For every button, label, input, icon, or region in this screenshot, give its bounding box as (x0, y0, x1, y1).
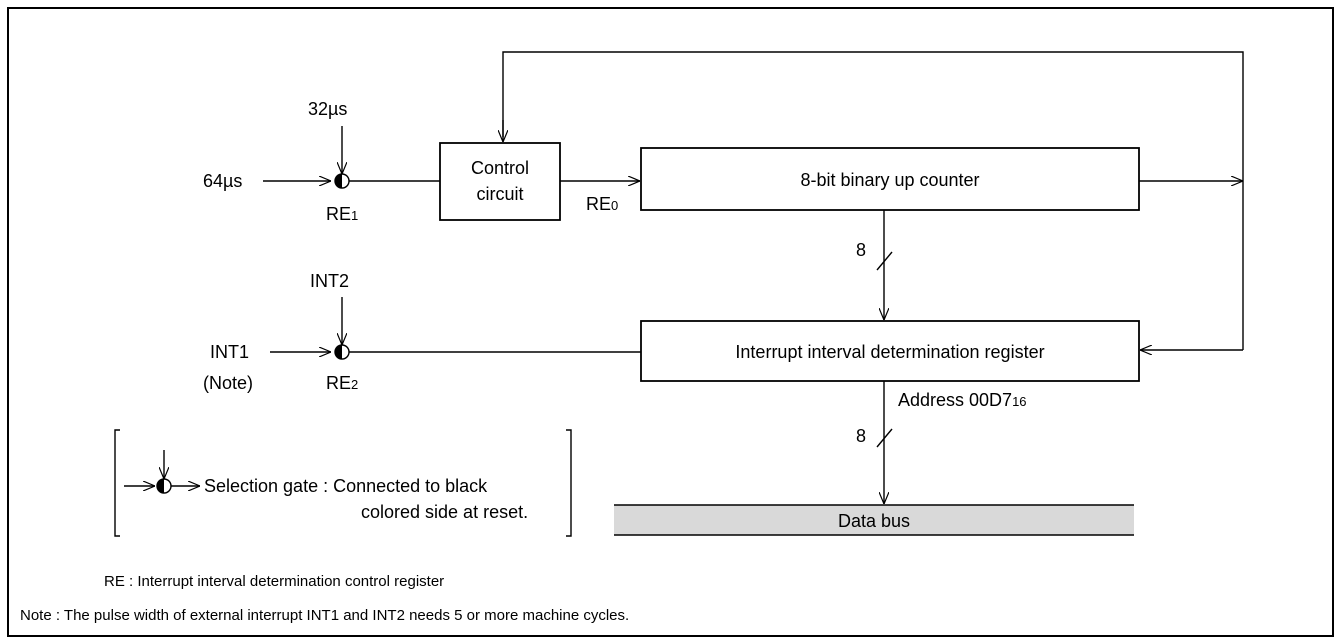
control-circuit-box (439, 142, 561, 221)
bus-width-slash-lower (876, 428, 893, 448)
int1-label: INT1 (210, 342, 249, 362)
register-address: Address 00D716 (898, 390, 1027, 410)
control-circuit-label-1: Control (471, 158, 529, 178)
bus-width-slash-upper (876, 251, 893, 271)
int1-note-label: (Note) (203, 373, 253, 393)
feedback-loop-line (502, 51, 1244, 350)
legend-text-2: colored side at reset. (361, 502, 528, 522)
pulse-width-note: Note : The pulse width of external inter… (20, 607, 629, 624)
legend-text-1: Selection gate : Connected to black (204, 476, 488, 496)
bus-width-upper: 8 (856, 240, 866, 260)
int2-label: INT2 (310, 271, 349, 291)
clock-64-label: 64µs (203, 171, 242, 191)
legend-selection-gate-icon (156, 478, 172, 494)
selection-gate-re1 (334, 173, 350, 189)
re0-label: RE0 (586, 194, 618, 214)
register-label: Interrupt interval determination registe… (735, 342, 1044, 362)
legend-right-bracket (566, 429, 572, 537)
bus-width-lower: 8 (856, 426, 866, 446)
clock-32-label: 32µs (308, 99, 347, 119)
register-box (640, 320, 1140, 382)
counter-box (640, 147, 1140, 211)
counter-label: 8-bit binary up counter (800, 170, 979, 190)
re2-label: RE2 (326, 373, 358, 393)
re1-label: RE1 (326, 204, 358, 224)
re-definition-note: RE : Interrupt interval determination co… (104, 573, 444, 590)
data-bus-bar (614, 505, 1134, 535)
data-bus-label: Data bus (838, 511, 910, 531)
control-circuit-label-2: circuit (476, 184, 523, 204)
selection-gate-re2 (334, 344, 350, 360)
legend-left-bracket (114, 429, 120, 537)
